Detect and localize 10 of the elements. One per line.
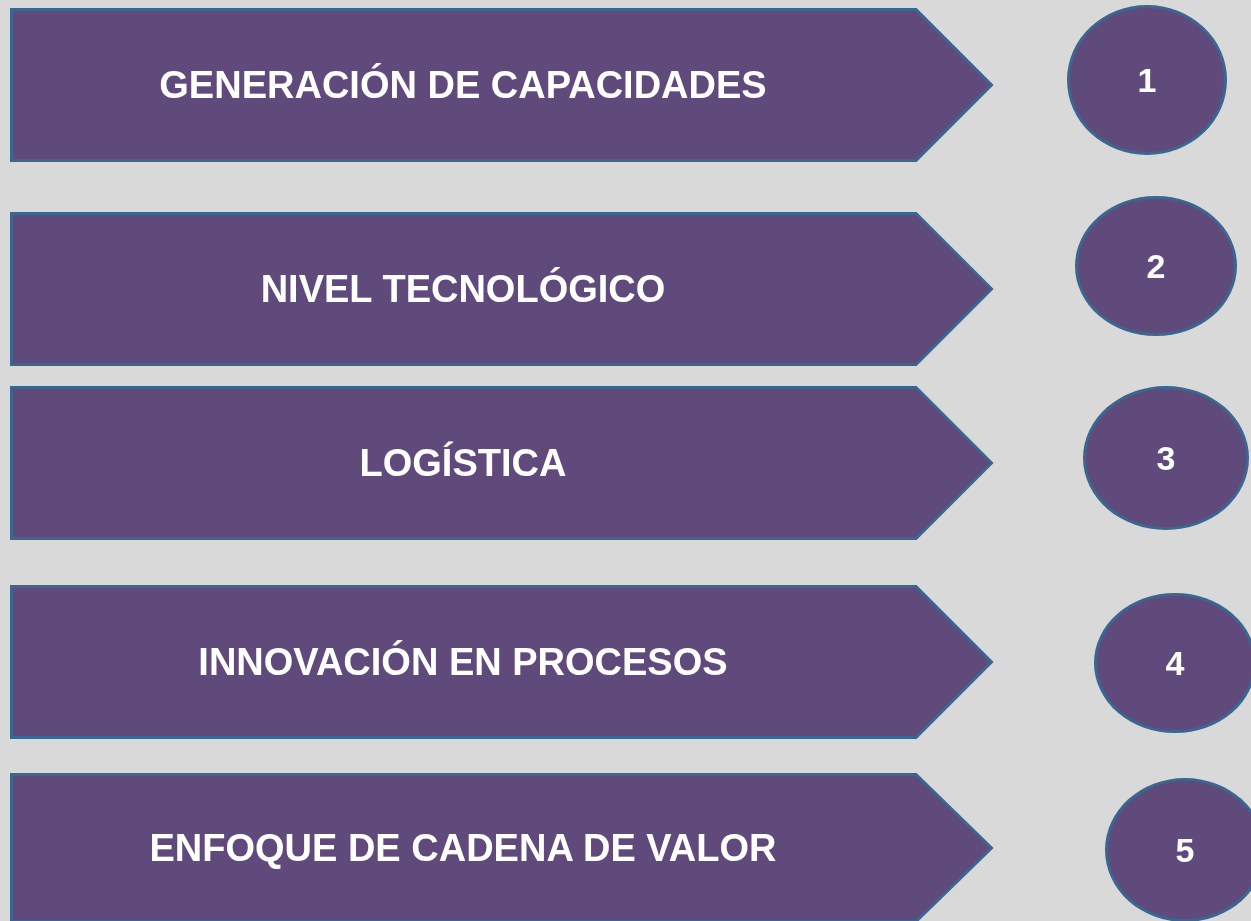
step-number: 1	[1137, 60, 1157, 100]
step-number: 3	[1156, 438, 1176, 478]
step-number: 4	[1165, 643, 1185, 683]
arrow-label: INNOVACIÓN EN PROCESOS	[198, 640, 728, 684]
arrow-label: LOGÍSTICA	[359, 441, 567, 485]
arrow-label: NIVEL TECNOLÓGICO	[260, 267, 666, 311]
step-number: 2	[1146, 246, 1166, 286]
arrow-label: GENERACIÓN DE CAPACIDADES	[159, 63, 767, 107]
arrow-label: ENFOQUE DE CADENA DE VALOR	[149, 826, 777, 870]
step-number: 5	[1175, 830, 1195, 870]
